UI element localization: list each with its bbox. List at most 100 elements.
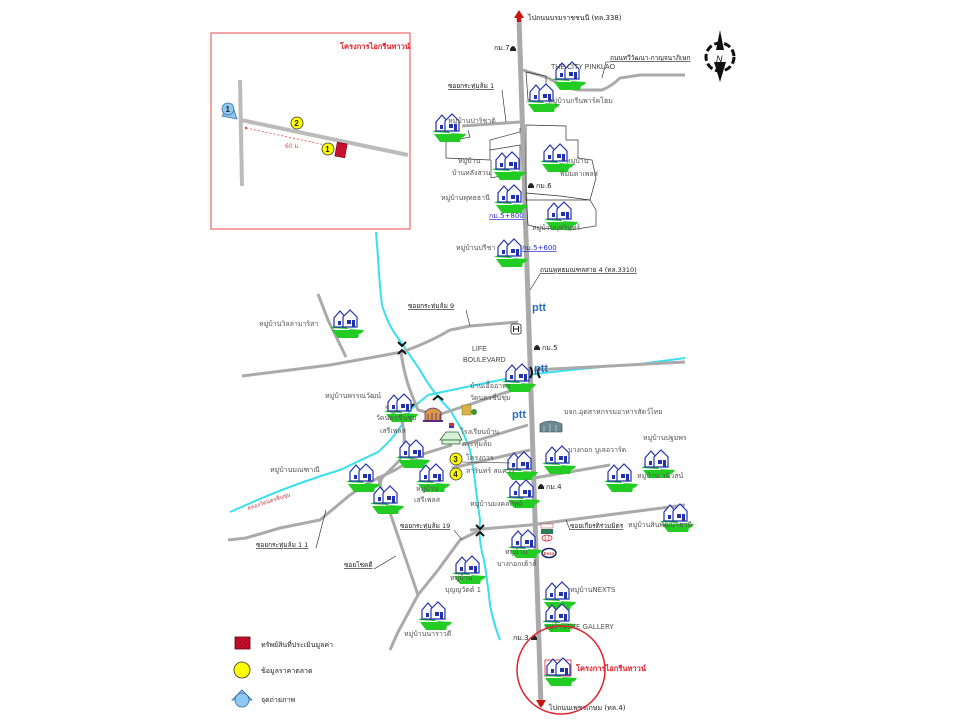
inset-frame <box>210 32 411 230</box>
road-bangkok-boulevard <box>533 463 611 480</box>
label-boonyawat-2: บุญญวัตต์ 1 <box>445 586 481 594</box>
svg-text:1: 1 <box>226 105 231 114</box>
building-icon <box>461 404 477 416</box>
label-food-1: บ้านเอื้ออาทร <box>470 379 511 390</box>
svg-text:3: 3 <box>453 455 458 464</box>
label-project-2: สารินทร์ สแควร์ <box>466 467 515 475</box>
tesco-lotus-logo-icon <box>540 523 554 534</box>
house-icon <box>491 151 527 181</box>
inset-market-marker-1[interactable]: 1 <box>321 142 335 156</box>
road-narawadee <box>388 594 420 651</box>
yellow-circle-icon <box>233 661 251 679</box>
road-label-soi-kiat: ซอยเกียรติร่วมมิตร <box>570 522 624 530</box>
legend-item-photo-point: จุดถ่ายภาพ <box>231 689 295 708</box>
label-parichat: หมู่บ้านปาริชาติ <box>448 117 496 125</box>
label-budsarin: หมู่บ้านบุศรินทร์ <box>532 224 580 232</box>
label-pimmada-2: พิมมดาเพลส <box>560 170 599 178</box>
legend-item-market-data: ข้อมูลราคาตลาด <box>233 661 313 679</box>
inset-market-marker-2[interactable]: 2 <box>290 116 304 130</box>
road-label-south: ไปถนนเพชรเกษม (ทล.4) <box>548 703 626 712</box>
inset-distance-label: 60 ม. <box>285 143 300 150</box>
label-school-1: โรงเรียนบ้าน <box>460 427 499 436</box>
photo-point-icon <box>234 692 250 708</box>
landmarks: ptt ptt ptt <box>423 302 563 559</box>
km-marker-3: กม.3 <box>513 634 537 642</box>
north-arrow-marker: ไปถนนบรมราชชนนี (ทล.338) <box>514 10 622 22</box>
subject-label: โครงการไอกรีนทาวน์ <box>575 663 647 673</box>
road-label-soi-chokdee: ซอยโชคดี <box>344 561 373 569</box>
road-soi-kiat <box>469 503 686 532</box>
label-food-industry: บจก.อุตสาหกรรมอาหารสัตว์ไทย <box>564 407 662 416</box>
label-bangkok-villa-1: หมู่บ้าน <box>505 548 528 556</box>
road-label-kanchanaphisek: ถนนทวีวัฒนา-กาญจนาภิเษก <box>610 54 691 62</box>
label-pratumporn: หมู่บ้านปฐมพร <box>643 434 687 442</box>
svg-text:2: 2 <box>294 119 299 128</box>
road-label-soi-19: ซอยกระทุ่มล้ม 19 <box>400 522 450 530</box>
inset-road-vertical <box>238 79 244 187</box>
label-narawadee: หมู่บ้านนาราวดี <box>404 630 451 638</box>
market-marker-4[interactable]: 4 <box>449 467 463 481</box>
market-marker-3[interactable]: 3 <box>449 452 463 466</box>
label-project-1: โครงการ <box>466 453 494 462</box>
place-labels: THE CITY PINKLAO หมู่บ้านกรีนพาร์คโฮม หม… <box>259 64 692 638</box>
label-nexts: หมู่บ้านNEXTS <box>570 586 616 594</box>
school-icon <box>439 423 463 445</box>
road-label-soi-9: ซอยกระทุ่มล้ม 9 <box>408 302 454 310</box>
label-food-2: วัดนครชื่นชุ่ม <box>470 393 511 402</box>
km-marker-5-800[interactable]: กม.5+800 <box>489 212 524 220</box>
legend: ทรัพย์สินที่ประเมินมูลค่า ข้อมูลราคาตลาด… <box>231 636 333 708</box>
ptt-station-logo: ptt <box>534 363 548 375</box>
inset-photo-point-1[interactable]: 1 <box>221 102 238 120</box>
km-marker-4: กม.4 <box>538 483 562 491</box>
svg-text:Esso: Esso <box>544 551 555 556</box>
road-east-5 <box>533 360 686 372</box>
label-mongkol: หมู่บ้านมงคลทิพย์ <box>470 500 523 508</box>
km-marker-5-600[interactable]: กม.5+600 <box>522 244 557 252</box>
south-arrow-marker: ไปถนนเพชรเกษม (ทล.4) <box>536 700 626 712</box>
bridge-icon <box>432 394 444 401</box>
label-city-pinklao: THE CITY PINKLAO <box>551 64 616 71</box>
svg-text:กม.6: กม.6 <box>536 182 552 190</box>
house-icon <box>369 485 405 515</box>
km-marker-6: กม.6 <box>528 182 552 190</box>
road-label-soi-1: ซอยกระทุ่มล้ม 1 <box>448 82 494 90</box>
svg-text:ทรัพย์สินที่ประเมินมูลค่า: ทรัพย์สินที่ประเมินมูลค่า <box>261 640 333 649</box>
svg-text:1: 1 <box>325 145 330 154</box>
svg-text:กม.5: กม.5 <box>542 344 558 352</box>
road-label-phutthamonthon: ถนนพุทธมณฑลสาย 4 (ทล.3310) <box>540 266 637 274</box>
house-icon <box>417 601 453 631</box>
road-soi-19 <box>416 528 481 596</box>
temple-icon <box>423 407 443 422</box>
svg-text:กม.4: กม.4 <box>546 483 562 491</box>
label-green-park-home: หมู่บ้านกรีนพาร์คโฮม <box>548 96 613 105</box>
inset-subject-property[interactable] <box>334 141 348 159</box>
label-ban-lang-suan-1: หมู่บ้าน <box>458 157 481 165</box>
label-pornwat: หมู่บ้านพรรณวัฒน์ <box>325 392 381 400</box>
compass-north-icon: N <box>704 30 736 82</box>
bridge-icon <box>529 366 541 379</box>
subject-highlight-circle <box>516 625 606 715</box>
label-sinpattana: หมู่บ้านสินพัฒนาธานี <box>628 521 692 529</box>
house-icon <box>603 463 639 493</box>
property-blocks <box>445 71 597 231</box>
bridge-icon <box>475 524 485 537</box>
svg-text:จุดถ่ายภาพ: จุดถ่ายภาพ <box>261 696 295 704</box>
label-bangkok-boulevard: บางกอก บูเลอวาร์ด <box>568 446 626 454</box>
subject-property[interactable]: โครงการไอกรีนทาวน์ <box>516 625 647 715</box>
label-boonyawat-1: หมู่บ้าน <box>450 574 473 582</box>
inset-map: โครงการไอกรีนทาวน์ 60 ม. 1 2 1 <box>210 32 411 230</box>
arrow-down-icon <box>536 700 546 708</box>
inset-title: โครงการไอกรีนทาวน์ <box>339 41 411 51</box>
label-gallery: หมู่บ้านTHE GALLERY <box>544 623 614 631</box>
inset-road-main <box>240 118 409 157</box>
label-wiwat: หมู่บ้าน วนิวสน์ <box>637 472 684 480</box>
ptt-station-logo: ptt <box>532 302 546 314</box>
km-markers: กม.7 กม.6 กม.5+800 กม.5+600 กม.5 กม.4 กม… <box>489 44 562 642</box>
bridge-icon <box>397 341 407 355</box>
label-pimmada-1: หมู่บ้าน <box>566 157 589 165</box>
road-soi-1 <box>461 120 521 128</box>
house-icon <box>329 309 365 339</box>
label-ban-lang-suan-2: บ้านหลังสวน <box>452 169 491 177</box>
factory-icon <box>539 420 563 433</box>
road-label-north: ไปถนนบรมราชชนนี (ทล.338) <box>527 13 622 22</box>
